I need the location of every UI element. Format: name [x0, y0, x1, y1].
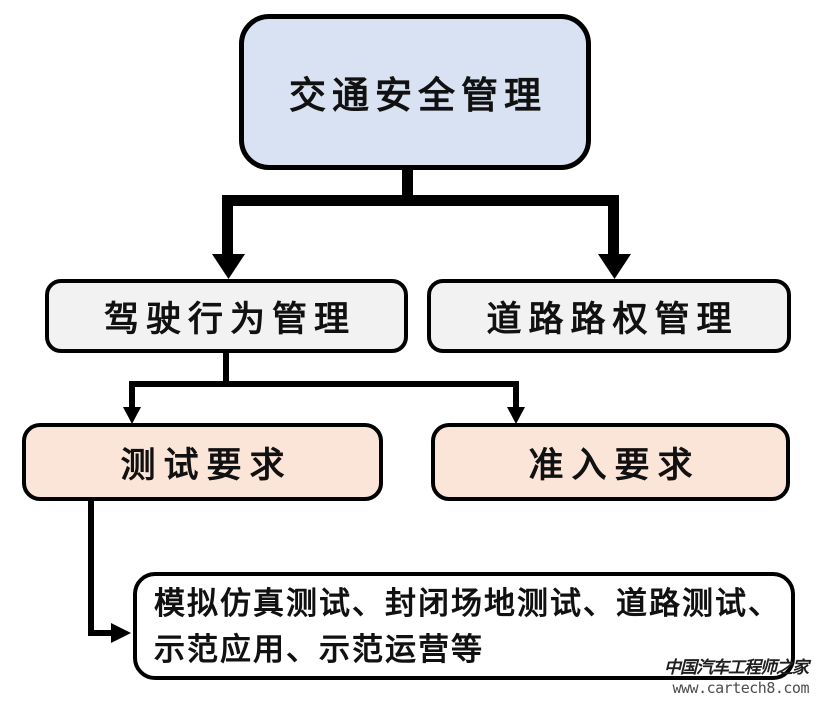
edge-test-detail — [88, 499, 131, 643]
node-label: 驾驶行为管理 — [103, 299, 356, 339]
node-traffic-safety-management: 交通安全管理 — [239, 14, 591, 170]
arrowhead-down-icon — [123, 407, 141, 424]
node-label-line2: 示范应用、示范运营等 — [154, 632, 484, 667]
watermark-site-url: www.cartech8.com — [672, 679, 810, 697]
node-road-rights-management: 道路路权管理 — [427, 279, 791, 353]
node-label: 交通安全管理 — [289, 76, 547, 117]
node-label: 测试要求 — [120, 445, 293, 485]
arrowhead-down-icon — [507, 407, 525, 424]
arrowhead-down-icon — [598, 254, 631, 279]
node-testing-detail: 模拟仿真测试、封闭场地测试、道路测试、 示范应用、示范运营等 — [133, 572, 795, 680]
watermark-site-name: 中国汽车工程师之家 — [664, 658, 809, 677]
node-driving-behavior-management: 驾驶行为管理 — [45, 279, 408, 353]
node-label-line1: 模拟仿真测试、封闭场地测试、道路测试、 — [154, 586, 781, 621]
edge-driving-children — [123, 351, 525, 424]
node-access-requirements: 准入要求 — [431, 423, 790, 501]
node-testing-requirements: 测试要求 — [22, 423, 383, 501]
edge-root-children — [212, 167, 631, 279]
node-label: 道路路权管理 — [486, 299, 739, 339]
node-label: 准入要求 — [528, 445, 701, 485]
arrowhead-down-icon — [212, 254, 245, 279]
arrowhead-right-icon — [111, 623, 131, 643]
